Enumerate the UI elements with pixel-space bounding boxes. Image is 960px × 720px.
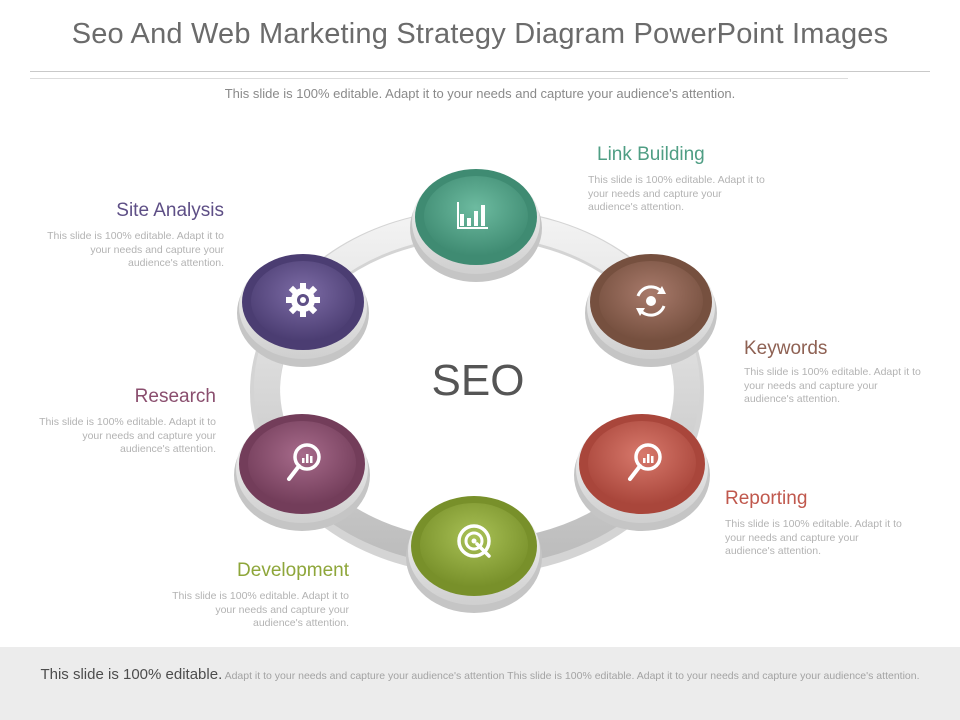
- seo-cycle-diagram: [234, 169, 717, 613]
- title-divider: [30, 71, 930, 72]
- footer-lead: This slide is 100% editable.: [40, 666, 223, 683]
- keywords-text: This slide is 100% editable. Adapt it to…: [744, 366, 921, 405]
- node-link-building: [410, 169, 542, 282]
- site-analysis-text: This slide is 100% editable. Adapt it to…: [47, 230, 224, 269]
- node-site-analysis: [237, 254, 369, 367]
- reporting-text: This slide is 100% editable. Adapt it to…: [725, 518, 902, 557]
- keywords-title: Keywords: [744, 338, 828, 359]
- bar-chart-icon: [457, 202, 488, 229]
- research-text: This slide is 100% editable. Adapt it to…: [39, 416, 216, 455]
- gear-icon: [286, 283, 320, 317]
- node-reporting: [574, 414, 710, 531]
- title-divider-secondary: [30, 78, 848, 79]
- magnifier-chart-icon: [628, 443, 662, 481]
- target-icon: [457, 524, 491, 558]
- footer-bar: This slide is 100% editable. Adapt it to…: [0, 647, 960, 720]
- center-label: SEO: [431, 356, 525, 405]
- magnifier-chart-icon: [287, 443, 321, 481]
- node-research: [234, 414, 370, 531]
- footer-rest: Adapt it to your needs and capture your …: [222, 670, 920, 682]
- node-keywords: [585, 254, 717, 367]
- footer-note: This slide is 100% editable. Adapt it to…: [6, 667, 954, 684]
- page-title: Seo And Web Marketing Strategy Diagram P…: [71, 18, 889, 50]
- node-development: [406, 496, 542, 613]
- link-building-title: Link Building: [597, 144, 705, 165]
- site-analysis-title: Site Analysis: [116, 200, 224, 221]
- research-title: Research: [134, 386, 216, 407]
- reporting-title: Reporting: [725, 488, 808, 509]
- development-title: Development: [237, 560, 349, 581]
- gear-refresh-icon: [636, 285, 666, 317]
- development-text: This slide is 100% editable. Adapt it to…: [172, 590, 349, 629]
- page-subtitle: This slide is 100% editable. Adapt it to…: [224, 86, 736, 101]
- link-building-text: This slide is 100% editable. Adapt it to…: [588, 174, 765, 213]
